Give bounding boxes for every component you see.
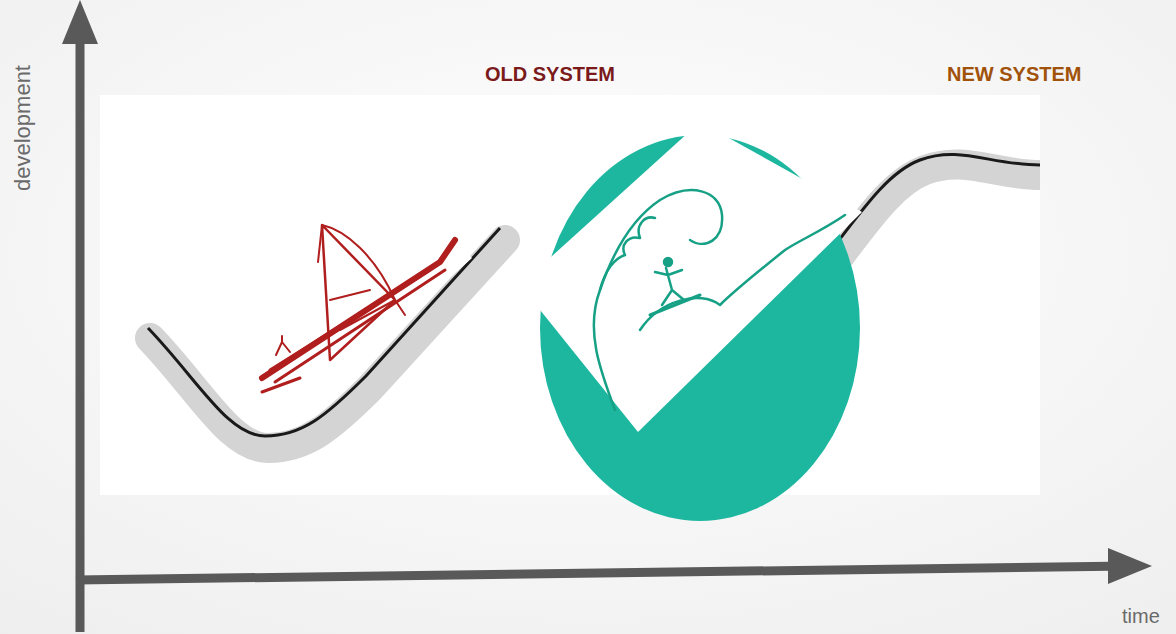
surfer-sketch [594,190,845,410]
x-axis [76,566,1130,580]
system-label: OLD SYSTEM [485,64,615,84]
surfboard [650,295,700,315]
y-axis [76,40,85,632]
wave-crest [600,217,655,290]
surfer-body [655,268,684,305]
wave-curl [594,190,722,410]
x-axis-arrowhead [1108,548,1152,584]
wave-line [640,215,845,330]
boat-sail [318,225,395,300]
boat-sail [340,300,405,330]
sailboat-sketch [262,225,455,392]
y-axis-arrowhead [62,0,98,44]
surfer-head [664,258,672,266]
boat-hull [262,270,445,392]
boat-sailor [276,336,290,355]
surfer-card [520,122,862,432]
axis-label: development [12,65,34,191]
sailboat-card [178,140,472,412]
axis-label: time [1122,606,1160,626]
system-label: NEW SYSTEM [947,64,1081,84]
